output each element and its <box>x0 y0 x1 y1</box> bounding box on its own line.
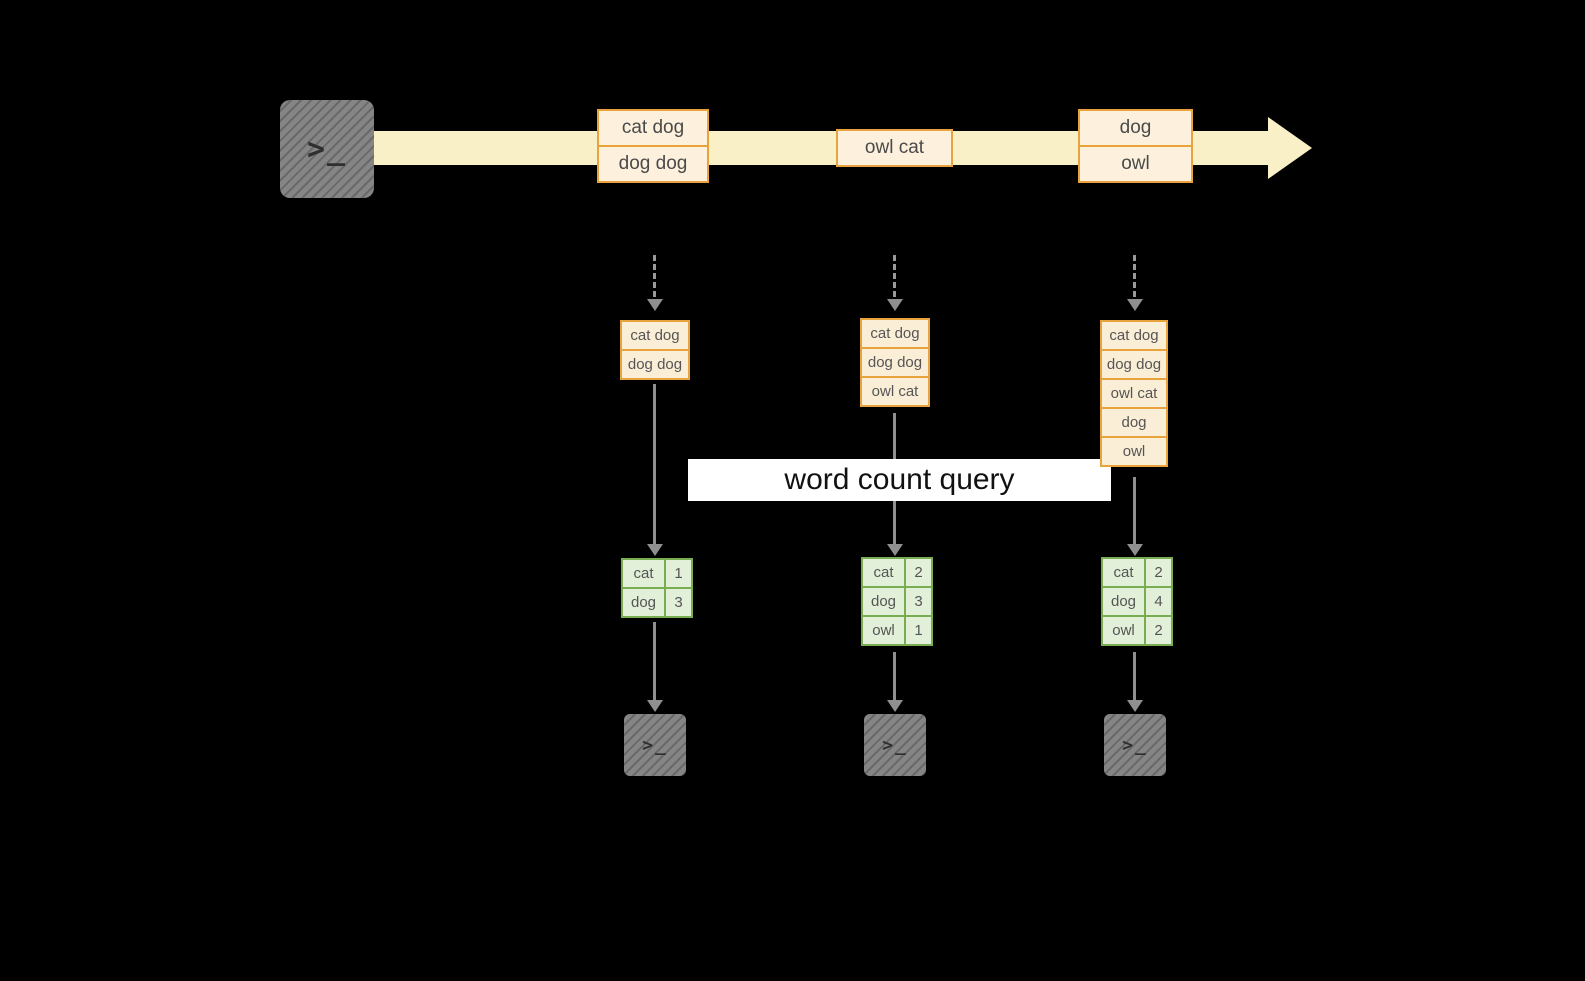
result-count: 1 <box>664 558 693 589</box>
terminal-prompt-icon: >_ <box>306 131 348 167</box>
source-terminal-icon: >_ <box>280 100 374 198</box>
state-row: dog dog <box>620 349 690 380</box>
state-box-1: cat dog dog dog <box>620 320 690 380</box>
event-record: dog dog <box>597 145 709 183</box>
result-word: dog <box>621 587 666 618</box>
arrow-icon <box>886 652 904 712</box>
sink-terminal-icon-1: >_ <box>624 714 686 776</box>
arrow-icon <box>646 622 664 712</box>
result-count: 2 <box>1144 615 1173 646</box>
result-count: 3 <box>904 586 933 617</box>
result-table-3: cat 2 dog 4 owl 2 <box>1101 557 1173 646</box>
result-count: 3 <box>664 587 693 618</box>
stream-arrowhead-icon <box>1268 117 1312 179</box>
result-count: 2 <box>904 557 933 588</box>
result-word: dog <box>861 586 906 617</box>
result-row: cat 2 <box>1101 557 1173 588</box>
stream-event-3: dog owl <box>1078 109 1193 183</box>
arrow-icon <box>1126 652 1144 712</box>
stream-event-2: owl cat <box>836 129 953 167</box>
result-row: owl 1 <box>861 615 933 646</box>
dashed-arrow-icon <box>646 255 664 311</box>
state-row: cat dog <box>620 320 690 351</box>
terminal-prompt-icon: >_ <box>642 734 668 756</box>
state-row: cat dog <box>860 318 930 349</box>
terminal-prompt-icon: >_ <box>882 734 908 756</box>
result-row: cat 2 <box>861 557 933 588</box>
result-count: 4 <box>1144 586 1173 617</box>
state-box-2: cat dog dog dog owl cat <box>860 318 930 407</box>
terminal-prompt-icon: >_ <box>1122 734 1148 756</box>
dashed-arrow-icon <box>886 255 904 311</box>
state-row: cat dog <box>1100 320 1168 351</box>
state-row: owl cat <box>860 376 930 407</box>
arrow-icon <box>646 384 664 556</box>
state-row: owl <box>1100 436 1168 467</box>
result-word: owl <box>861 615 906 646</box>
state-row: owl cat <box>1100 378 1168 409</box>
result-row: dog 4 <box>1101 586 1173 617</box>
result-row: dog 3 <box>861 586 933 617</box>
state-box-3: cat dog dog dog owl cat dog owl <box>1100 320 1168 467</box>
state-row: dog dog <box>1100 349 1168 380</box>
query-banner-label: word count query <box>784 463 1015 496</box>
result-word: cat <box>1101 557 1146 588</box>
state-row: dog dog <box>860 347 930 378</box>
arrow-icon <box>1126 477 1144 556</box>
result-count: 1 <box>904 615 933 646</box>
result-word: owl <box>1101 615 1146 646</box>
sink-terminal-icon-2: >_ <box>864 714 926 776</box>
result-row: owl 2 <box>1101 615 1173 646</box>
result-word: cat <box>861 557 906 588</box>
event-record: owl <box>1078 145 1193 183</box>
dashed-arrow-icon <box>1126 255 1144 311</box>
result-table-1: cat 1 dog 3 <box>621 558 693 618</box>
result-count: 2 <box>1144 557 1173 588</box>
state-row: dog <box>1100 407 1168 438</box>
event-record: dog <box>1078 109 1193 147</box>
result-row: cat 1 <box>621 558 693 589</box>
event-record: owl cat <box>836 129 953 167</box>
result-word: dog <box>1101 586 1146 617</box>
stream-event-1: cat dog dog dog <box>597 109 709 183</box>
result-table-2: cat 2 dog 3 owl 1 <box>861 557 933 646</box>
query-banner: word count query <box>688 459 1111 501</box>
result-word: cat <box>621 558 666 589</box>
event-record: cat dog <box>597 109 709 147</box>
sink-terminal-icon-3: >_ <box>1104 714 1166 776</box>
result-row: dog 3 <box>621 587 693 618</box>
